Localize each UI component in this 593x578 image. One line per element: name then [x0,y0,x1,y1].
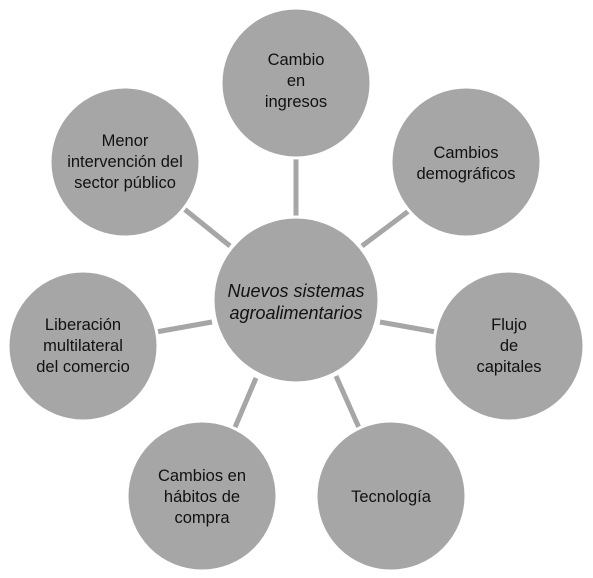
connector-habitos [230,377,259,433]
node-label-line: multilateral [43,337,123,355]
node-label-line: Flujo [491,316,527,334]
node-label-line: ingresos [265,93,327,111]
node-label-line: Menor [102,132,149,150]
connector-demograficos [360,208,412,248]
center-label-line-2: agroalimentarios [229,303,362,323]
node-menor-intervencion: Menor intervención del sector público [48,85,202,239]
node-label-line: Tecnología [351,488,432,506]
node-label-line: de [500,337,518,355]
node-label-line: demográficos [416,165,515,183]
node-label-line: del comercio [36,358,130,376]
node-label-line: hábitos de [164,488,240,506]
node-label-line: sector público [74,174,176,192]
node-tecnologia: Tecnología [314,419,468,573]
connector-capitales [379,319,437,335]
node-habitos-compra: Cambios en hábitos de compra [125,419,279,573]
connector-lines [155,157,437,433]
node-label-line: Liberación [45,316,121,334]
node-label-line: Cambios en [158,467,246,485]
node-label-line: en [287,72,305,90]
node-cambio-ingresos: Cambio en ingresos [219,6,373,160]
connector-comercio [155,319,213,335]
node-label-line: compra [174,509,230,527]
center-node: Nuevos sistemas agroalimentarios [211,215,381,385]
connector-sector-publico [181,206,232,248]
node-flujo-capitales: Flujo de capitales [432,269,586,423]
node-liberacion-comercio: Liberación multilateral del comercio [6,269,160,423]
node-label-line: intervención del [67,153,183,171]
connector-tecnologia [333,374,363,432]
node-label-line: Cambios [433,144,498,162]
node-label-line: capitales [476,358,541,376]
center-label-line-1: Nuevos sistemas [227,281,364,301]
node-cambios-demograficos: Cambios demográficos [389,85,543,239]
node-label-line: Cambio [268,51,325,69]
